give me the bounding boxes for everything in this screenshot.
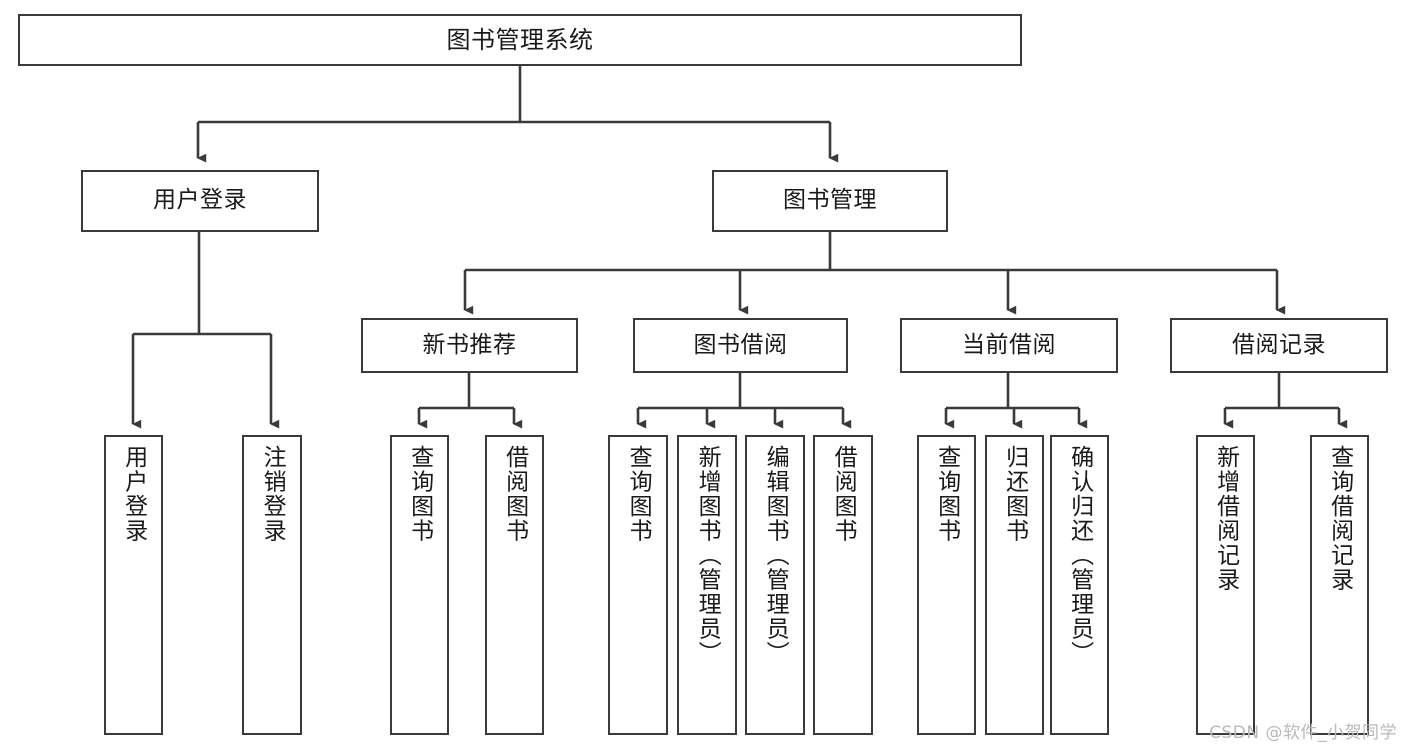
node-current-borrow[interactable]: 当前借阅 (900, 318, 1118, 373)
node-label: 新增借阅记录 (1212, 445, 1239, 592)
node-label: 用户登录 (153, 187, 247, 214)
node-label: 确认归还（管理员） (1066, 445, 1093, 666)
node-label: 查询图书 (406, 445, 433, 543)
leaf-current-query-book[interactable]: 查询图书 (917, 435, 976, 735)
node-label: 借阅记录 (1232, 331, 1326, 358)
leaf-current-confirm-return-admin[interactable]: 确认归还（管理员） (1050, 435, 1109, 735)
node-label: 图书管理系统 (446, 25, 594, 54)
node-label: 借阅图书 (501, 445, 528, 543)
node-label: 查询借阅记录 (1326, 445, 1353, 592)
node-label: 图书管理 (783, 187, 877, 214)
node-label: 借阅图书 (830, 445, 857, 543)
node-label: 图书借阅 (693, 331, 788, 358)
leaf-borrow-edit-book-admin[interactable]: 编辑图书（管理员） (745, 435, 805, 735)
node-book-borrow[interactable]: 图书借阅 (633, 318, 848, 373)
node-label: 新增图书（管理员） (694, 445, 721, 666)
node-label: 查询图书 (933, 445, 960, 543)
leaf-borrow-borrow-book[interactable]: 借阅图书 (813, 435, 873, 735)
node-book-management[interactable]: 图书管理 (712, 170, 948, 232)
node-label: 查询图书 (625, 445, 652, 543)
leaf-record-add-borrow-record[interactable]: 新增借阅记录 (1196, 435, 1255, 735)
node-label: 归还图书 (1001, 445, 1028, 543)
leaf-record-query-borrow-record[interactable]: 查询借阅记录 (1310, 435, 1369, 735)
node-root-book-management-system[interactable]: 图书管理系统 (18, 14, 1022, 66)
leaf-logout-login[interactable]: 注销登录 (242, 435, 302, 735)
node-new-book-recommend[interactable]: 新书推荐 (361, 318, 578, 373)
node-label: 当前借阅 (962, 331, 1056, 358)
node-label: 编辑图书（管理员） (762, 445, 789, 666)
node-label: 新书推荐 (422, 331, 517, 358)
leaf-borrow-add-book-admin[interactable]: 新增图书（管理员） (677, 435, 737, 735)
node-borrow-record[interactable]: 借阅记录 (1170, 318, 1388, 373)
leaf-borrow-query-book[interactable]: 查询图书 (608, 435, 668, 735)
leaf-recommend-query-book[interactable]: 查询图书 (390, 435, 449, 735)
node-user-login[interactable]: 用户登录 (81, 170, 319, 232)
leaf-user-login[interactable]: 用户登录 (104, 435, 163, 735)
leaf-current-return-book[interactable]: 归还图书 (985, 435, 1044, 735)
node-label: 用户登录 (120, 445, 147, 543)
node-label: 注销登录 (259, 445, 286, 543)
leaf-recommend-borrow-book[interactable]: 借阅图书 (485, 435, 544, 735)
